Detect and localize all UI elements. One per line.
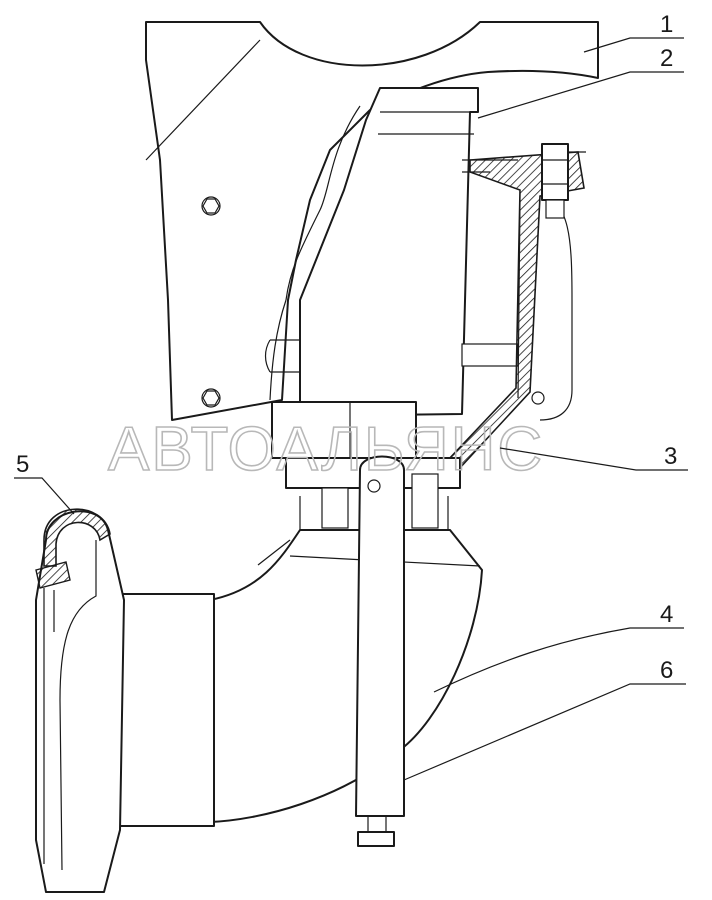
rod-nut-icon: [357, 831, 395, 847]
watermark: АВТОАЛЬЯНС: [108, 415, 544, 484]
pivot-bolt-icon: [531, 391, 545, 405]
frame-bracket: [145, 21, 599, 421]
nut-icon: [541, 143, 569, 201]
bolt-head-lower-icon: [201, 388, 221, 408]
rubber-hose: [35, 508, 125, 893]
callout-5: 5: [16, 451, 29, 478]
break-lines: [269, 105, 361, 401]
intake-elbow: [111, 529, 483, 827]
callout-1: 1: [660, 11, 673, 38]
rod-pin-icon: [367, 479, 381, 493]
clamp-plate: [271, 401, 461, 530]
callout-6: 6: [660, 657, 673, 684]
pull-rod: [355, 455, 405, 847]
callout-3: 3: [664, 443, 677, 470]
callout-4: 4: [660, 601, 673, 628]
bolt-head-upper-icon: [201, 196, 221, 216]
leader-lines: [14, 37, 688, 781]
callouts: 1 2 3 4 6 5: [16, 11, 677, 684]
callout-2: 2: [660, 45, 673, 72]
